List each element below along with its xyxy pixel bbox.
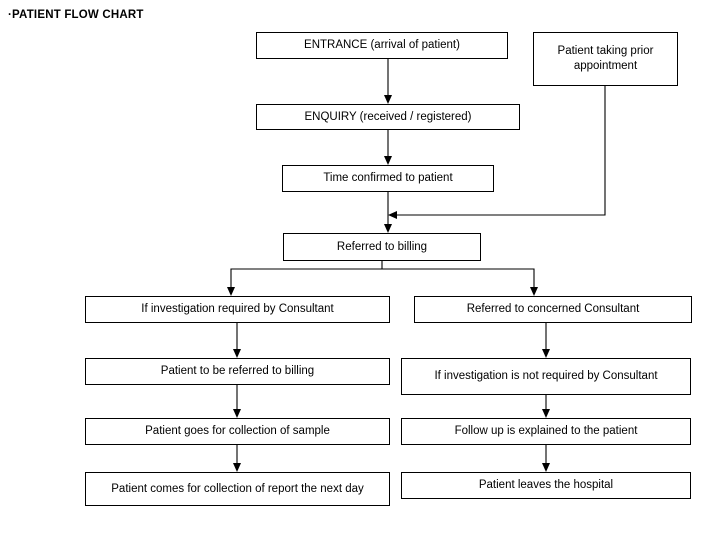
arrowhead-follow-up [542, 409, 550, 418]
edge-billing-split [230, 260, 383, 290]
arrowhead-leaves-hospital [542, 463, 550, 472]
node-referred-concerned-consultant[interactable]: Referred to concerned Consultant [414, 296, 692, 323]
node-patient-referred-billing-label: Patient to be referred to billing [160, 365, 315, 377]
node-time-confirmed[interactable]: Time confirmed to patient [282, 165, 494, 192]
page-title-text: PATIENT FLOW CHART [12, 9, 144, 21]
node-patient-referred-billing[interactable]: Patient to be referred to billing [85, 358, 390, 385]
node-referred-to-billing[interactable]: Referred to billing [283, 233, 481, 261]
node-collection-of-report[interactable]: Patient comes for collection of report t… [85, 472, 390, 506]
title-bullet-icon: · [8, 9, 13, 21]
arrowhead-enquiry [384, 95, 392, 104]
node-patient-leaves-hospital[interactable]: Patient leaves the hospital [401, 472, 691, 499]
arrowhead-collection-report [233, 463, 241, 472]
node-enquiry-label: ENQUIRY (received / registered) [304, 110, 472, 123]
node-time-confirmed-label: Time confirmed to patient [323, 172, 453, 184]
node-enquiry[interactable]: ENQUIRY (received / registered) [256, 104, 520, 130]
node-prior-appointment-label: Patient taking prior appointment [557, 45, 654, 72]
edge-billing-split-right [382, 268, 535, 290]
node-patient-leaves-hospital-label: Patient leaves the hospital [478, 479, 614, 491]
node-entrance-label: ENTRANCE (arrival of patient) [304, 39, 460, 51]
node-entrance[interactable]: ENTRANCE (arrival of patient) [256, 32, 508, 59]
arrowhead-referred-billing [384, 224, 392, 233]
arrowhead-patient-referred-billing [233, 349, 241, 358]
node-investigation-not-required[interactable]: If investigation is not required by Cons… [401, 358, 691, 395]
node-collection-of-sample-label: Patient goes for collection of sample [145, 425, 330, 437]
node-follow-up-explained[interactable]: Follow up is explained to the patient [401, 418, 691, 445]
arrowhead-time-confirmed [384, 156, 392, 165]
node-investigation-not-required-label: If investigation is not required by Cons… [434, 370, 658, 382]
node-referred-concerned-consultant-label: Referred to concerned Consultant [466, 303, 640, 315]
arrowhead-investigation-not-required [542, 349, 550, 358]
node-referred-to-billing-label: Referred to billing [336, 240, 428, 253]
node-collection-of-report-label: Patient comes for collection of report t… [111, 482, 364, 495]
arrowhead-merge-billing [388, 211, 397, 219]
node-investigation-required-label: If investigation required by Consultant [141, 303, 334, 315]
node-follow-up-explained-label: Follow up is explained to the patient [454, 425, 638, 437]
arrowhead-referred-consultant [530, 287, 538, 296]
node-collection-of-sample[interactable]: Patient goes for collection of sample [85, 418, 390, 445]
page-title: ·PATIENT FLOW CHART [8, 9, 144, 21]
node-investigation-required[interactable]: If investigation required by Consultant [85, 296, 390, 323]
arrowhead-collection-sample [233, 409, 241, 418]
node-prior-appointment[interactable]: Patient taking prior appointment [533, 32, 678, 86]
arrowhead-investigation-required [227, 287, 235, 296]
